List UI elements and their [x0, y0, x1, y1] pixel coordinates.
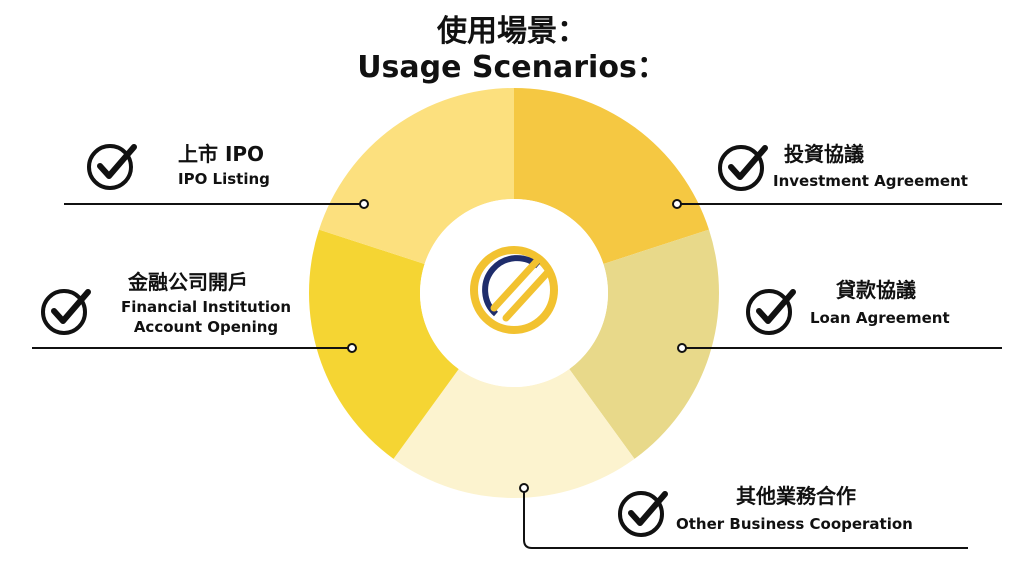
- title-english: Usage Scenarios：: [357, 50, 667, 85]
- check-circle-icon: [746, 289, 796, 335]
- label-ipo-en: IPO Listing: [178, 170, 270, 188]
- label-loan-zh: 貸款協議: [836, 278, 916, 302]
- label-financial-en-1: Financial Institution: [120, 298, 292, 316]
- company-logo: [470, 246, 558, 334]
- segment-investment: [514, 88, 709, 264]
- dot-other: [519, 483, 529, 493]
- segment-ipo: [319, 88, 514, 264]
- label-financial-en-2: Account Opening: [133, 318, 279, 336]
- check-circle-icon: [718, 145, 768, 191]
- segment-loan: [569, 229, 720, 459]
- dot-financial: [347, 343, 357, 353]
- label-loan-en: Loan Agreement: [810, 309, 950, 327]
- check-circle-icon: [41, 289, 91, 335]
- ring-center: [420, 199, 608, 387]
- label-investment-en: Investment Agreement: [773, 172, 968, 190]
- dot-investment: [672, 199, 682, 209]
- label-other-zh: 其他業務合作: [736, 484, 856, 508]
- label-investment-zh: 投資協議: [784, 142, 864, 166]
- segment-other: [393, 369, 635, 499]
- title-chinese: 使用場景：: [437, 14, 587, 49]
- segment-financial: [309, 229, 459, 459]
- dot-ipo: [359, 199, 369, 209]
- label-financial-zh: 金融公司開戶: [128, 270, 248, 294]
- dot-loan: [677, 343, 687, 353]
- check-circle-icon: [87, 144, 137, 190]
- check-circle-icon: [618, 491, 668, 537]
- label-ipo-zh: 上市 IPO: [178, 142, 265, 166]
- connector-other: [523, 488, 968, 549]
- label-other-en: Other Business Cooperation: [676, 515, 913, 533]
